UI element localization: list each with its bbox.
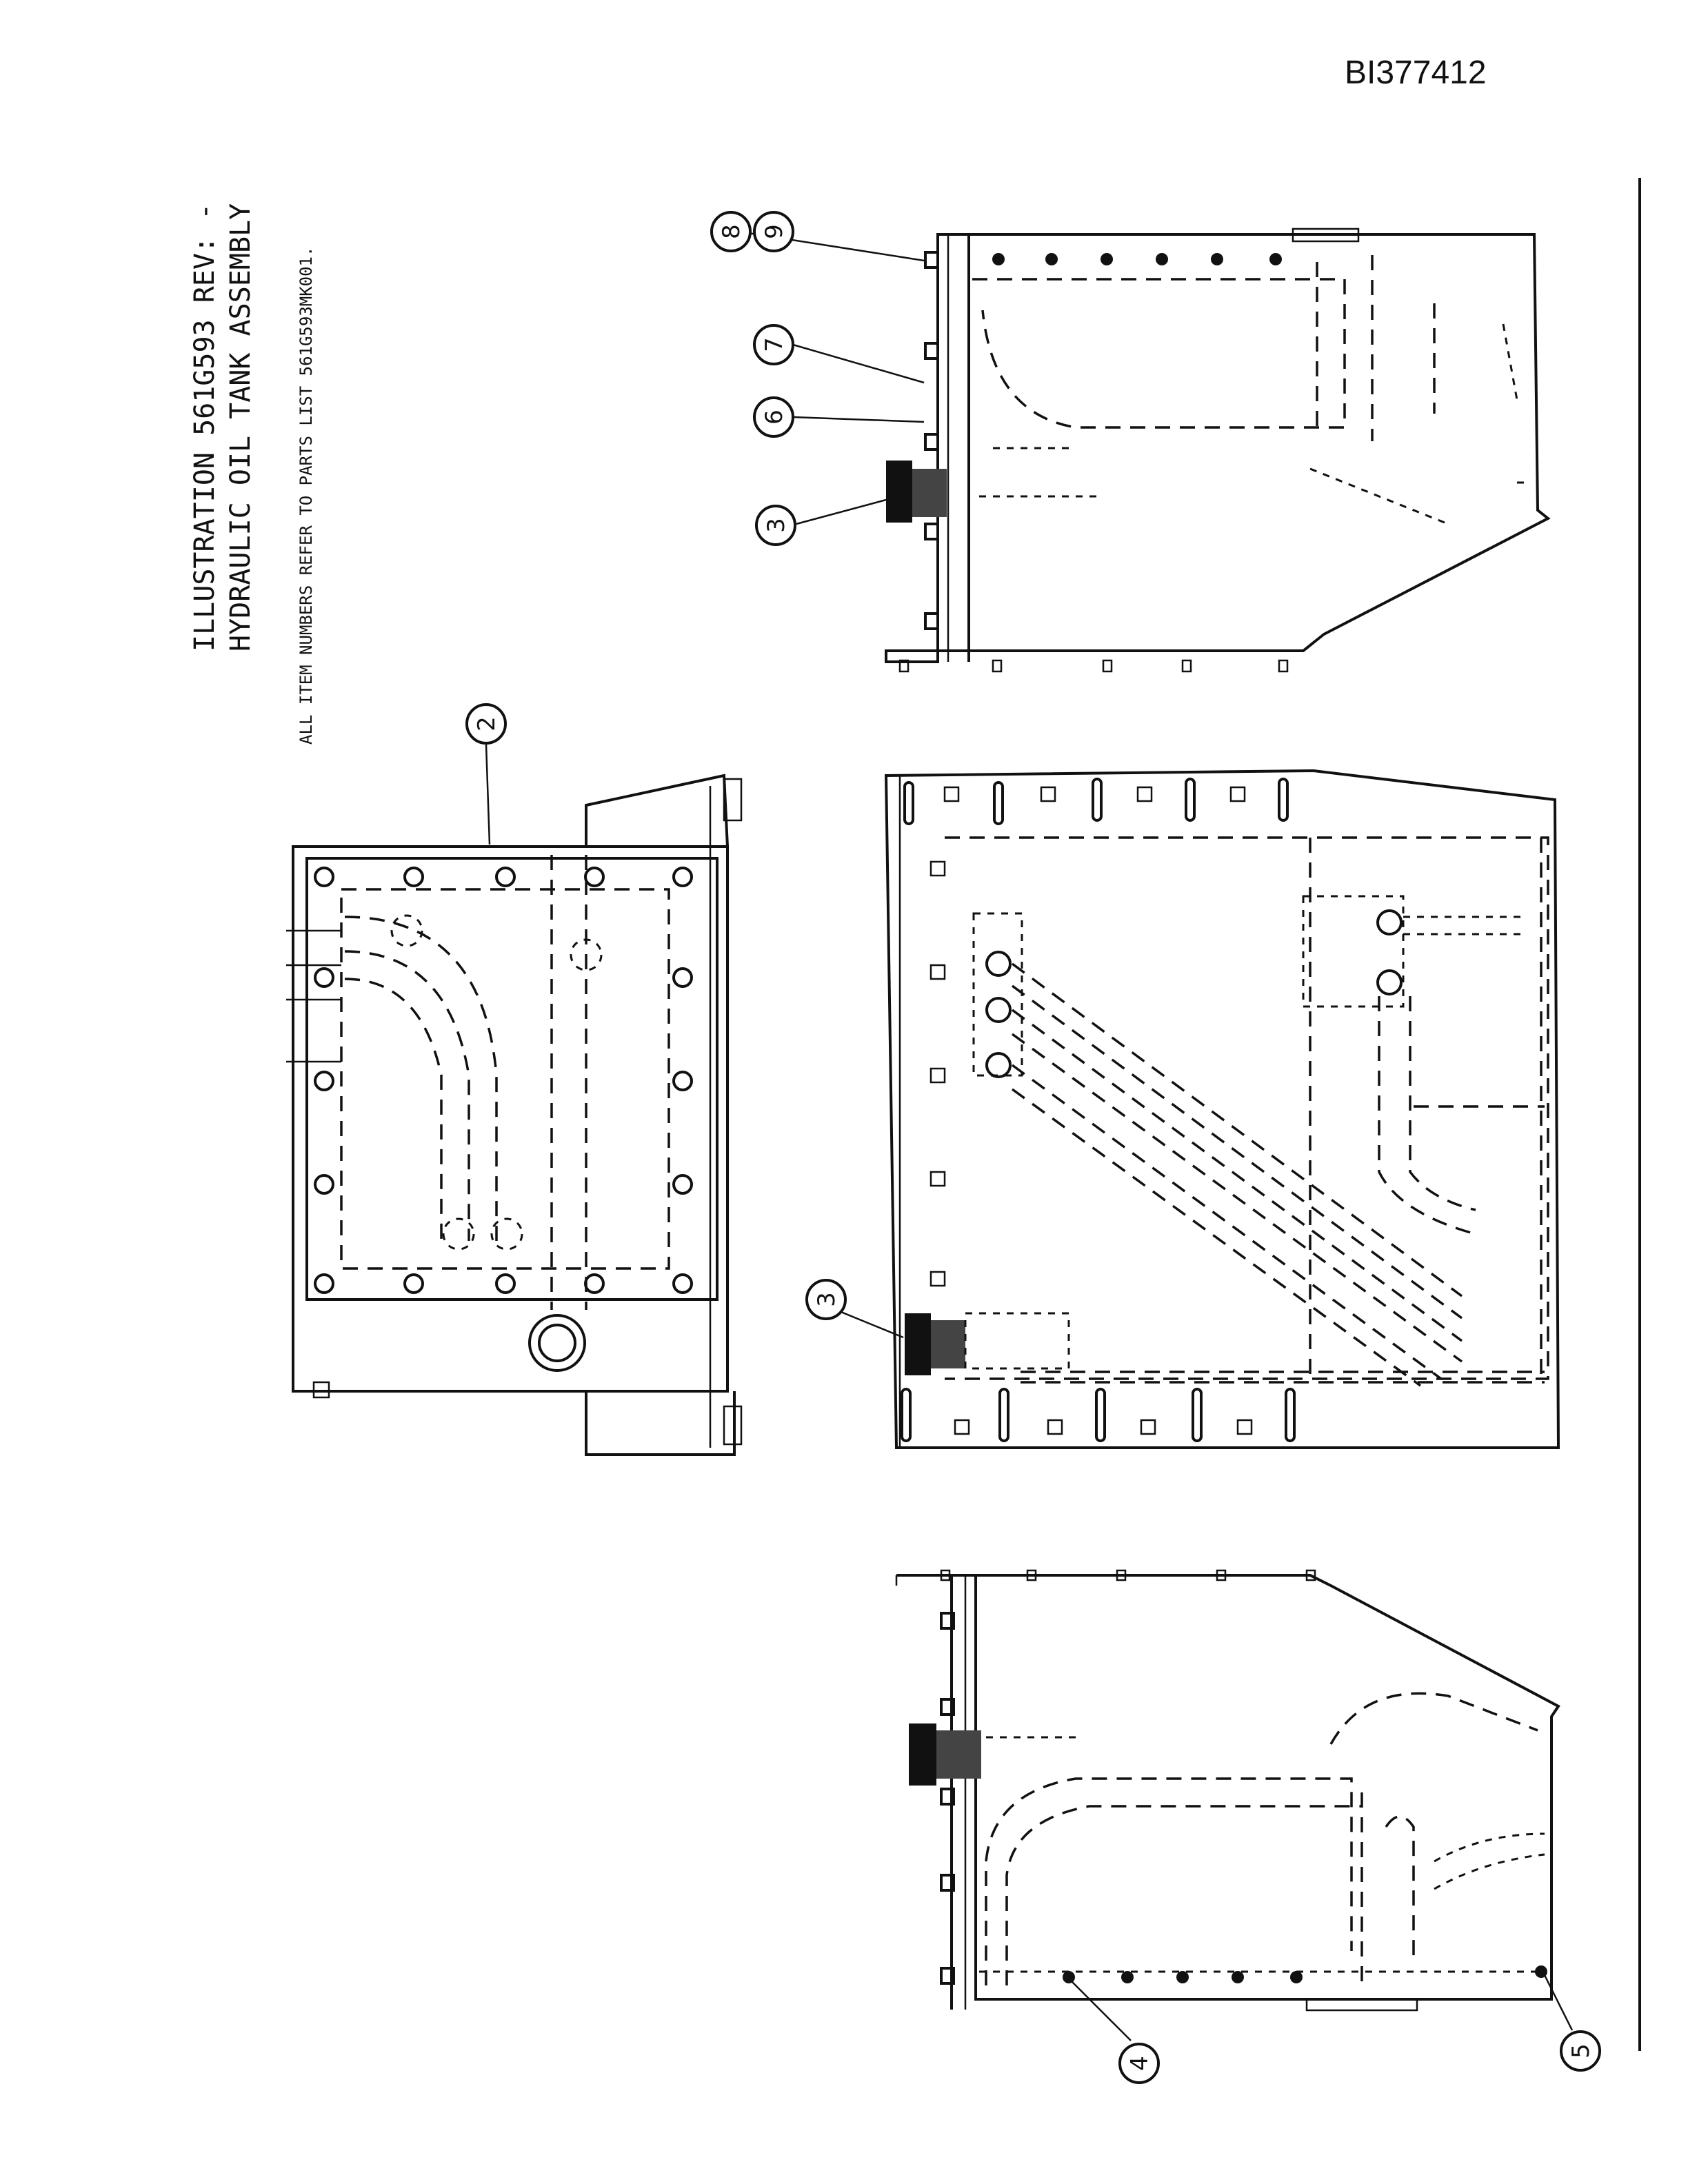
callout-8: 8 [710, 211, 752, 252]
svg-text:5: 5 [1567, 2043, 1595, 2059]
callout-6: 6 [753, 396, 794, 438]
callout-3-center: 3 [805, 1279, 904, 1339]
title-line-1: ILLUSTRATION 561G593 REV: - [189, 203, 221, 651]
callout-4: 4 [1072, 1981, 1160, 2084]
title-line-2: HYDRAULIC OIL TANK ASSEMBLY [225, 203, 257, 651]
svg-text:6: 6 [761, 410, 788, 425]
svg-text:8: 8 [718, 224, 745, 239]
side-view-top [885, 228, 1551, 673]
side-view-bottom [895, 1569, 1560, 2012]
svg-text:3: 3 [813, 1292, 841, 1307]
svg-text:4: 4 [1126, 2056, 1154, 2071]
callout-5: 5 [1543, 1974, 1601, 2072]
callout-3-top: 3 [755, 505, 796, 546]
document-id: BI377412 [1345, 54, 1487, 91]
callout-2: 2 [465, 703, 507, 845]
svg-text:7: 7 [761, 337, 788, 352]
parts-list-note: ALL ITEM NUMBERS REFER TO PARTS LIST 561… [297, 247, 316, 745]
svg-text:2: 2 [473, 716, 501, 731]
end-view [286, 774, 743, 1456]
plan-view [884, 769, 1560, 1449]
callout-7: 7 [753, 324, 794, 365]
callout-9: 9 [753, 211, 794, 252]
title-block: ILLUSTRATION 561G593 REV: - HYDRAULIC OI… [189, 203, 316, 745]
svg-text:9: 9 [761, 224, 788, 239]
svg-text:3: 3 [763, 518, 790, 533]
